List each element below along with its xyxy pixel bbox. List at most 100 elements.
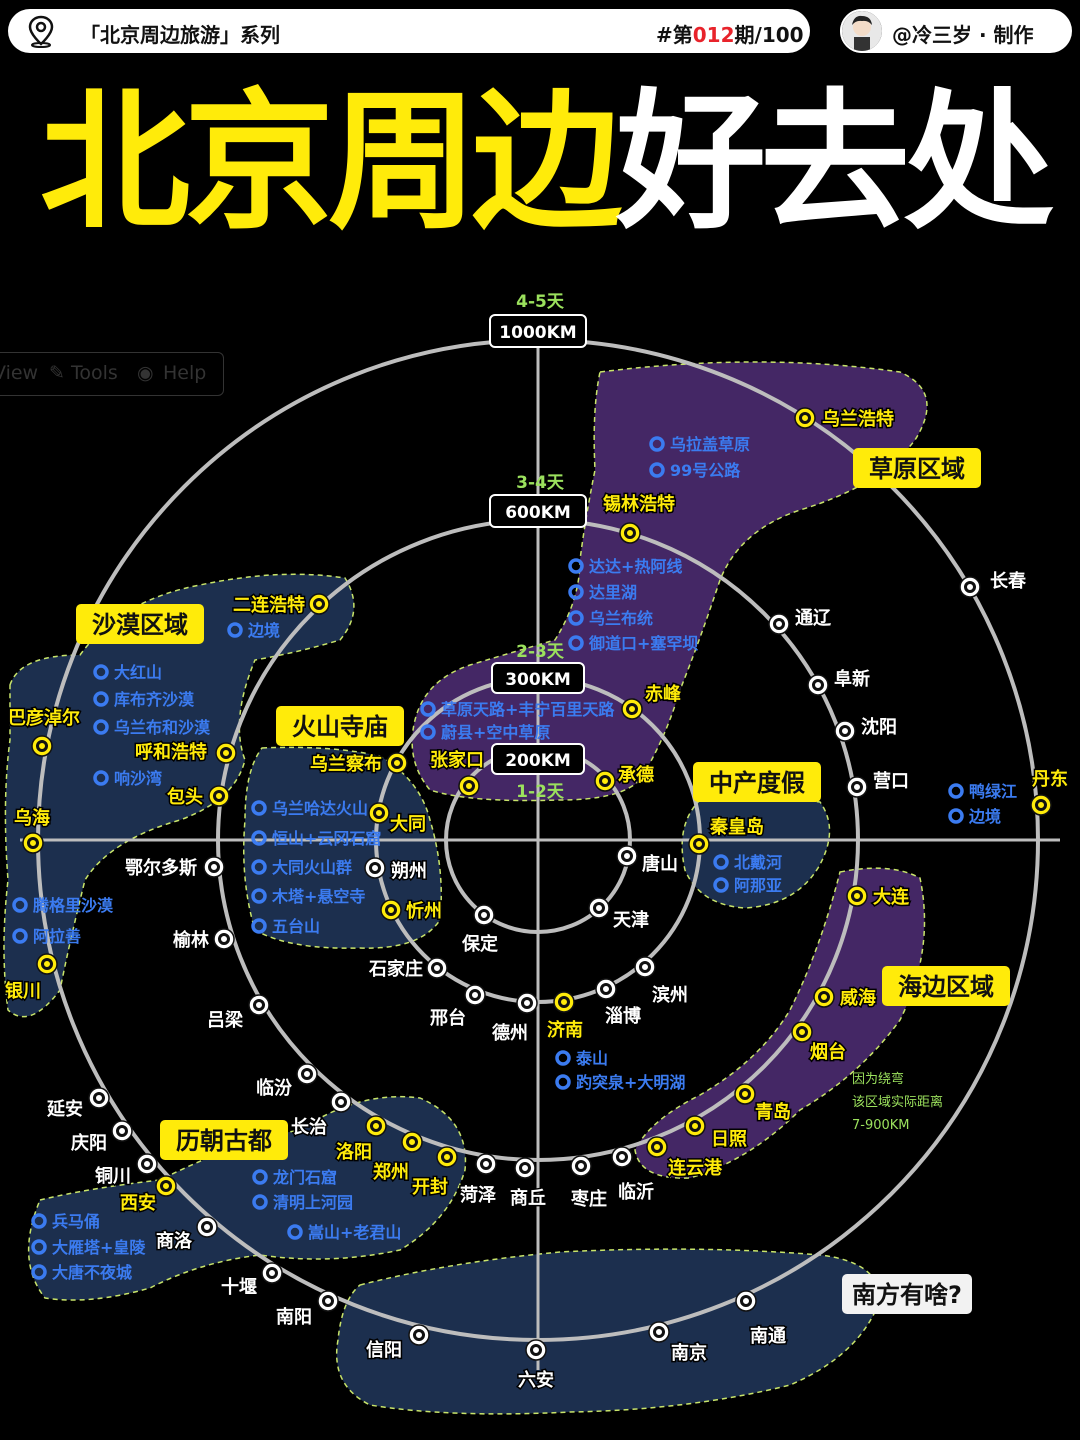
city-label: 日照	[711, 1129, 747, 1150]
city-marker	[684, 1115, 706, 1137]
city-label: 德州	[492, 1022, 528, 1044]
ring-1000-box	[489, 314, 587, 348]
spot-label: 达达+热阿线	[589, 557, 682, 576]
city-label: 承德	[618, 764, 654, 786]
city-marker	[595, 978, 617, 1000]
city-wulanchabu: 乌兰察布	[309, 752, 408, 777]
city-marker-dot	[739, 1088, 751, 1100]
resort-tag-bg	[693, 762, 821, 802]
city-marker	[436, 1146, 458, 1168]
volcano-tag-bg	[276, 706, 404, 746]
ancient-tag-bg	[160, 1120, 288, 1160]
city-zibo: 淄博	[595, 978, 643, 1029]
city-wulanhaote: 乌兰浩特	[794, 407, 896, 432]
help-icon: ◉	[137, 362, 154, 384]
spot-beidaihe: 北戴河	[713, 853, 782, 872]
city-marker-dot	[93, 1092, 105, 1104]
spot-marker	[12, 897, 28, 913]
city-baoding: 保定	[460, 904, 500, 957]
city-marker-dot	[116, 1125, 128, 1137]
spot-alashan: 阿拉善	[12, 927, 81, 946]
spot-caoyuan_road: 草原天路+丰宁百里天路	[420, 700, 615, 719]
city-label: 长春	[990, 570, 1027, 592]
spot-marker	[93, 664, 109, 680]
grassland-tag-bg	[853, 448, 981, 488]
city-marker	[475, 1153, 497, 1175]
city-marker-dot	[600, 983, 612, 995]
city-marker-dot	[599, 775, 611, 787]
series-title: 「北京周边旅游」系列	[80, 23, 280, 47]
spot-wulanbutong: 乌兰布统	[568, 609, 653, 628]
city-lianyungang: 连云港	[646, 1136, 724, 1181]
city-xian: 西安	[119, 1175, 177, 1216]
city-marker	[261, 1262, 283, 1284]
spot-wulagai: 乌拉盖草原	[649, 435, 750, 454]
city-marker-dot	[616, 1151, 628, 1163]
city-label: 保定	[461, 933, 498, 955]
city-label: 银川	[5, 980, 41, 1002]
city-label: 乌兰察布	[310, 753, 382, 775]
city-marker-dot	[213, 790, 225, 802]
spot-marker	[251, 830, 267, 846]
ring-300-km: 300KM	[505, 670, 571, 690]
city-marker	[516, 992, 538, 1014]
city-label: 十堰	[221, 1276, 257, 1298]
spot-marker	[252, 1194, 268, 1210]
city-bayannaoer: 巴彦淖尔	[7, 706, 82, 757]
wrench-icon: ✎	[49, 362, 65, 384]
spot-marker	[568, 610, 584, 626]
city-label: 榆林	[173, 929, 209, 951]
city-marker-dot	[369, 862, 381, 874]
spot-dayanta: 大雁塔+皇陵	[31, 1238, 146, 1257]
city-zaozhuang: 枣庄	[569, 1155, 609, 1212]
city-yingkou: 营口	[846, 769, 911, 798]
spot-marker	[568, 635, 584, 651]
city-baotou: 包头	[166, 785, 230, 810]
grassland-tag: 草原区域	[869, 455, 965, 483]
city-label: 菏泽	[460, 1184, 496, 1206]
spot-label: 大红山	[114, 663, 162, 682]
avatar	[840, 9, 884, 53]
city-tongchuan: 铜川	[94, 1153, 158, 1189]
city-label: 商洛	[156, 1230, 193, 1252]
city-xinzhou: 忻州	[380, 899, 444, 924]
spot-dada: 达达+热阿线	[568, 557, 682, 576]
city-marker	[155, 1175, 177, 1197]
city-marker-dot	[773, 618, 785, 630]
city-binzhou: 滨州	[634, 956, 690, 1008]
spot-label: 五台山	[272, 917, 320, 936]
city-marker-dot	[818, 991, 830, 1003]
city-label: 淄博	[605, 1005, 641, 1027]
map-pin-icon	[28, 15, 54, 48]
city-marker	[248, 994, 270, 1016]
city-marker-dot	[624, 527, 636, 539]
city-marker-dot	[335, 1096, 347, 1108]
city-label: 乌海	[14, 807, 50, 829]
city-marker-dot	[201, 1221, 213, 1233]
city-erlianhaote: 二连浩特	[232, 593, 330, 618]
spot-marker	[948, 808, 964, 824]
spot-yuxian: 蔚县+空中草原	[420, 723, 550, 742]
city-marker	[365, 1115, 387, 1137]
spot-label: 草原天路+丰宁百里天路	[441, 700, 615, 719]
city-marker-dot	[385, 904, 397, 916]
spot-label: 趵突泉+大明湖	[576, 1073, 685, 1092]
note-line-3: 7-900KM	[852, 1118, 910, 1133]
city-marker	[88, 1087, 110, 1109]
city-marker-dot	[519, 1162, 531, 1174]
city-label: 阜新	[834, 668, 870, 690]
city-label: 临沂	[618, 1181, 654, 1203]
city-marker-dot	[799, 412, 811, 424]
city-label: 烟台	[810, 1041, 846, 1063]
city-luan: 六安	[517, 1339, 556, 1393]
city-marker-dot	[391, 757, 403, 769]
spot-label: 嵩山+老君山	[308, 1223, 401, 1242]
spot-datang: 大唐不夜城	[31, 1263, 132, 1282]
spot-label: 兵马俑	[52, 1212, 100, 1231]
spot-xiangshawan: 响沙湾	[93, 769, 162, 788]
city-label: 丹东	[1032, 768, 1068, 790]
city-fuxin: 阜新	[807, 667, 872, 696]
city-zhengzhou: 郑州	[372, 1131, 423, 1185]
city-marker-dot	[322, 1295, 334, 1307]
spot-anaya: 阿那亚	[713, 876, 782, 895]
